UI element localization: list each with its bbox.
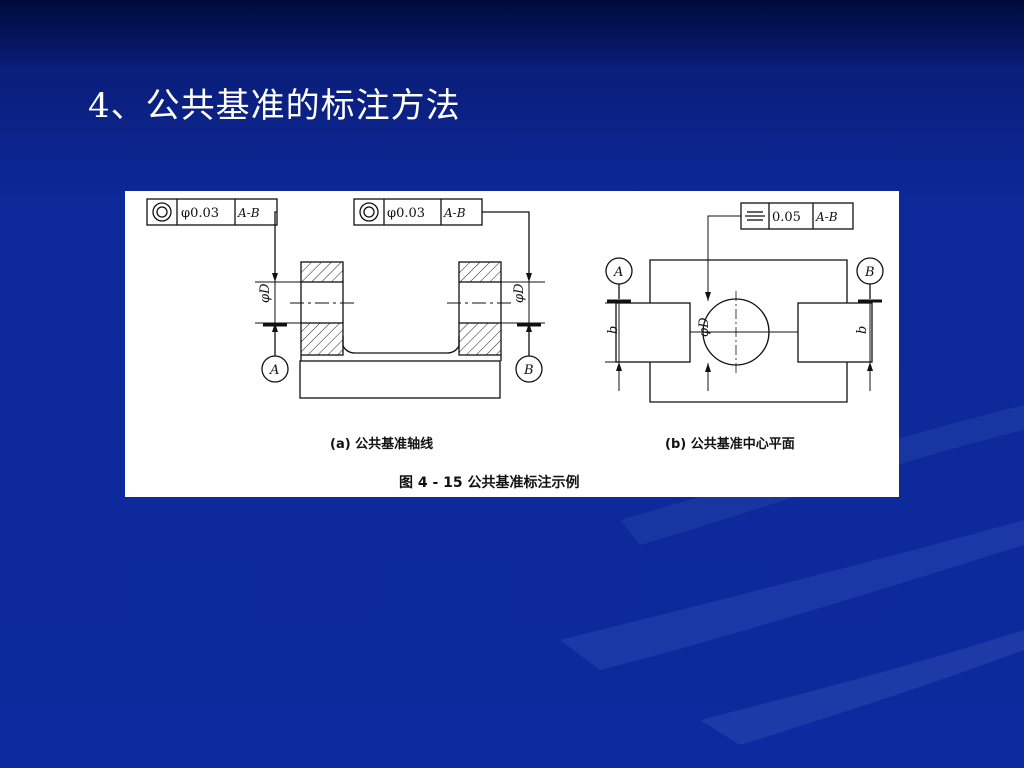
- part-b-outline: [615, 259, 873, 403]
- datum-a-label: A: [269, 363, 279, 378]
- dim-a-left-label: φD: [258, 283, 273, 303]
- datum-b-left-label: A: [613, 265, 623, 280]
- dim-a-right-label: φD: [512, 283, 527, 303]
- figure-caption: 图 4 - 15 公共基准标注示例: [399, 474, 580, 491]
- frame-left-value: φ0.03: [181, 206, 219, 221]
- datum-b-right-label: B: [864, 265, 875, 280]
- datum-b-label: B: [523, 363, 534, 378]
- frame-right-value: φ0.03: [387, 206, 425, 221]
- panel-a: φ0.03 A-B φ0.03 A-B: [146, 198, 545, 399]
- frame-b-value: 0.05: [772, 210, 801, 225]
- dim-b-label: φD: [697, 317, 712, 337]
- slide-title: 4、公共基准的标注方法: [88, 86, 461, 126]
- tolerance-frame-left: [146, 198, 278, 226]
- width-b-left-label: b: [606, 326, 621, 334]
- caption-a: (a) 公共基准轴线: [330, 436, 433, 452]
- width-b-right-label: b: [855, 326, 870, 334]
- datum-b-circle: [515, 355, 543, 383]
- technical-figure: φ0.03 A-B φ0.03 A-B: [125, 191, 899, 497]
- caption-b: (b) 公共基准中心平面: [665, 436, 795, 452]
- frame-right-datum: A-B: [443, 206, 466, 220]
- part-a-outline: [290, 261, 513, 399]
- frame-left-datum: A-B: [237, 206, 260, 220]
- frame-b-datum: A-B: [815, 210, 838, 224]
- datum-a-circle: [261, 355, 289, 383]
- tolerance-frame-right: [353, 198, 483, 226]
- panel-b: [605, 202, 884, 403]
